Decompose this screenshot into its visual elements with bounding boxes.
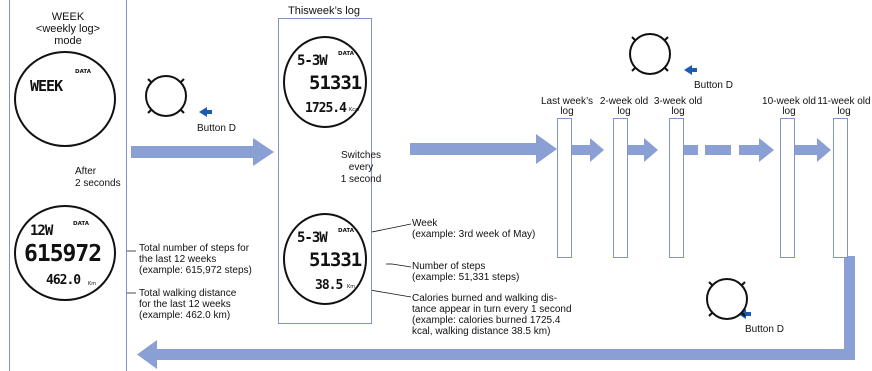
note-steps-1: Number of steps (412, 261, 486, 272)
switch-label-1: Switches (340, 150, 381, 161)
lcd-week-code-2: 5-3W (297, 230, 328, 246)
return-arrow (137, 256, 855, 369)
lcd-total-steps: 615972 (24, 241, 102, 267)
note-week-2: (example: 3rd week of May) (412, 229, 536, 240)
log-column-3-week (669, 118, 684, 258)
week-lcd: DATA WEEK (14, 51, 116, 147)
mode-title-3: mode (54, 35, 82, 47)
after-label-1: After (75, 166, 97, 177)
arrow-to-this-week (131, 138, 274, 166)
note-steps-2: (example: 51,331 steps) (412, 272, 520, 283)
log-label-10a: 10-week old (762, 96, 816, 107)
totals-lcd: 12W DATA 615972 462.0 Km (14, 205, 116, 301)
this-week-title: Thisweek’s log (288, 5, 360, 17)
button-d-label-top: Button D (694, 80, 733, 91)
note-cal-3: (example: calories burned 1725.4 (412, 315, 561, 326)
lcd-12w: 12W (30, 223, 53, 239)
note-total-steps-2: the last 12 weeks (139, 254, 217, 265)
log-label-3a: 3-week old (653, 96, 703, 107)
note-total-steps-3: (example: 615,972 steps) (139, 265, 252, 276)
arrows-between-logs (572, 138, 831, 162)
mode-title-1: WEEK (51, 11, 85, 23)
log-label-3b: log (671, 106, 685, 117)
lcd-km-unit-2: Km (347, 284, 356, 290)
this-week-lcd-cal: 5-3W DATA 51331 1725.4 Kcal (283, 36, 367, 128)
note-total-dist-2: for the last 12 weeks (139, 299, 231, 310)
lcd-distance: 38.5 (315, 278, 343, 293)
note-cal-1: Calories burned and walking dis- (412, 293, 558, 304)
log-column-11-week (833, 118, 848, 258)
button-d-label-left: Button D (197, 123, 236, 134)
button-d-label-bottom: Button D (745, 324, 784, 335)
lcd-total-distance: 462.0 (46, 273, 81, 288)
log-column-2-week (613, 118, 628, 258)
log-label-2a: 2-week old (599, 96, 649, 107)
log-label-11b: log (837, 106, 851, 117)
log-label-1b: log (560, 106, 574, 117)
log-label-10b: log (782, 106, 796, 117)
switch-label-2: every (348, 162, 374, 173)
note-total-steps-1: Total number of steps for (139, 243, 250, 254)
note-cal-2: tance appear in turn every 1 second (412, 304, 572, 315)
this-week-lcd-dist: 5-3W DATA 51331 38.5 Km (283, 213, 367, 305)
lcd-data-tag: DATA (75, 69, 91, 75)
log-label-1a: Last week’s (540, 96, 594, 107)
mode-title-2: <weekly log> (35, 23, 101, 35)
note-total-dist-1: Total walking distance (139, 288, 237, 299)
log-column-10-week (780, 118, 795, 258)
lcd-calories: 1725.4 (305, 101, 347, 116)
lcd-data-tag-3: DATA (338, 228, 354, 234)
switch-label-3: 1 second (340, 174, 382, 185)
log-label-11a: 11-week old (817, 96, 871, 107)
watch-button-icon-top (624, 28, 676, 80)
lcd-data-tag-2: DATA (338, 51, 354, 57)
lcd-km-unit: Km (88, 281, 97, 287)
log-label-2b: log (617, 106, 631, 117)
lcd-kcal-unit: Kcal (349, 107, 360, 113)
watch-button-icon (140, 70, 192, 122)
lcd-week-text: WEEK (30, 77, 63, 95)
lcd-week-code: 5-3W (297, 53, 328, 69)
note-cal-4: kcal, walking distance 38.5 km) (412, 326, 551, 337)
log-column-last-week (557, 118, 572, 258)
lcd-steps-2: 51331 (309, 249, 362, 271)
after-label-2: 2 seconds (75, 178, 121, 189)
note-total-dist-3: (example: 462.0 km) (139, 310, 231, 321)
watch-button-icon-bottom (701, 273, 753, 325)
note-week-1: Week (412, 218, 438, 229)
lcd-steps: 51331 (309, 72, 362, 94)
lcd2-data-tag: DATA (73, 221, 89, 227)
arrow-to-log-columns (410, 134, 557, 164)
